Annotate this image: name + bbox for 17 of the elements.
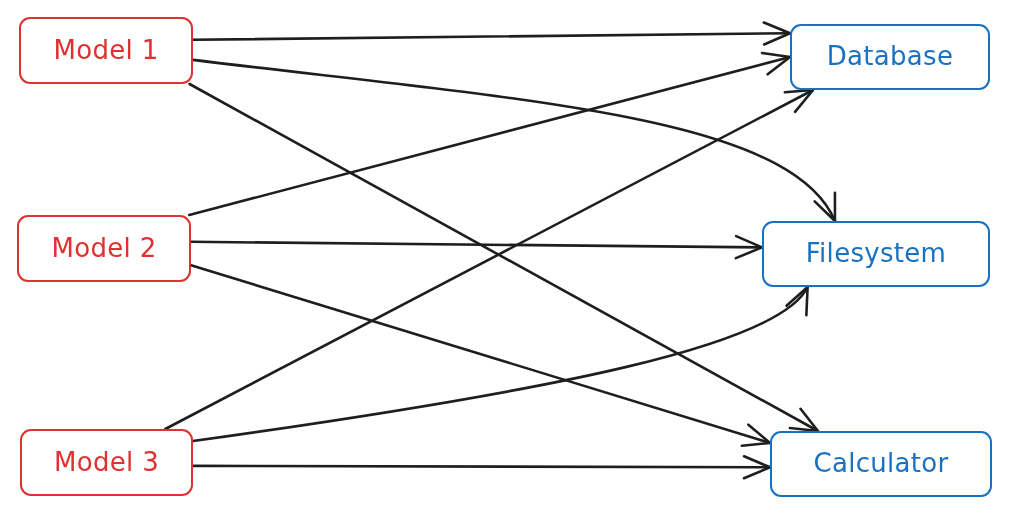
arrow <box>191 285 809 443</box>
process-box <box>790 24 990 90</box>
node-label: Filesystem <box>805 238 947 270</box>
arrow <box>191 21 792 46</box>
arrow <box>189 234 764 260</box>
process-box <box>770 431 992 497</box>
process-box <box>17 215 191 282</box>
node-label: Calculator <box>813 448 949 480</box>
arrow <box>191 454 772 480</box>
node-label: Database <box>826 41 954 73</box>
node-label: Model 1 <box>53 34 159 67</box>
process-box <box>20 429 193 496</box>
arrow <box>189 263 772 448</box>
process-box <box>762 221 990 287</box>
node-label: Model 3 <box>54 446 159 479</box>
process-box <box>19 17 193 84</box>
node-label: Model 2 <box>51 232 157 265</box>
